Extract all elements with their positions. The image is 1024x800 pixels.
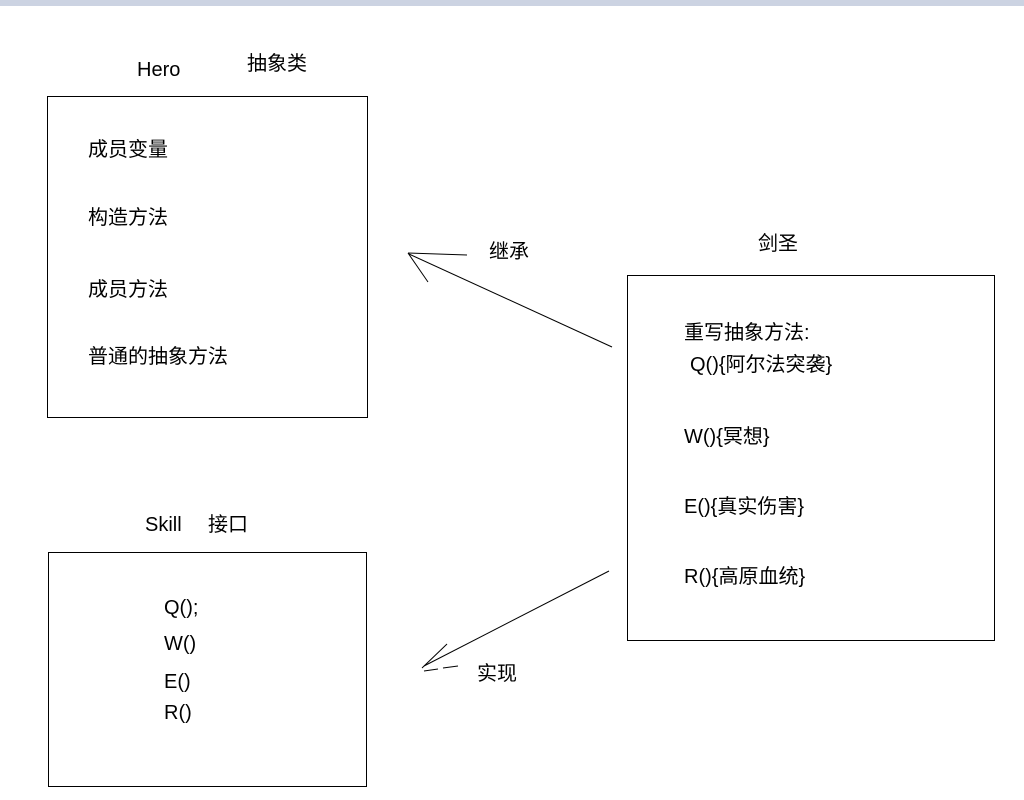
skill-interface-box: Q(); W() E() R() xyxy=(48,552,367,787)
skill-method-w: W() xyxy=(164,633,197,655)
inheritance-arrow xyxy=(407,252,613,348)
inheritance-arrow-shaft xyxy=(408,253,613,348)
implementation-arrow xyxy=(421,570,610,672)
hero-member-variables: 成员变量 xyxy=(88,139,168,161)
hero-constructor: 构造方法 xyxy=(88,207,168,229)
skill-method-q: Q(); xyxy=(164,597,199,619)
hero-member-methods: 成员方法 xyxy=(88,279,168,301)
juggernaut-override-header: 重写抽象方法: xyxy=(684,322,810,344)
skill-method-e: E() xyxy=(164,671,191,693)
hero-class-stereotype: 抽象类 xyxy=(247,53,307,75)
juggernaut-class-title: 剑圣 xyxy=(758,233,798,255)
skill-method-r: R() xyxy=(164,702,192,724)
juggernaut-method-q: Q(){阿尔法突袭} xyxy=(690,354,833,376)
juggernaut-method-w: W(){冥想} xyxy=(684,426,770,448)
hero-abstract-methods: 普通的抽象方法 xyxy=(88,346,228,368)
implementation-arrow-barb-bottom xyxy=(423,665,459,672)
juggernaut-class-box: 重写抽象方法: Q(){阿尔法突袭} W(){冥想} E(){真实伤害} R()… xyxy=(627,275,995,641)
implementation-edge-label: 实现 xyxy=(477,663,517,685)
juggernaut-method-e: E(){真实伤害} xyxy=(684,496,805,518)
hero-class-box: 成员变量 构造方法 成员方法 普通的抽象方法 xyxy=(47,96,368,418)
skill-interface-title: Skill xyxy=(145,514,182,536)
window-top-bar xyxy=(0,0,1024,6)
skill-interface-stereotype: 接口 xyxy=(208,514,248,536)
hero-class-title: Hero xyxy=(137,59,181,81)
implementation-arrow-barb-top xyxy=(421,643,448,669)
inheritance-arrow-barb-top xyxy=(407,252,468,256)
juggernaut-method-r: R(){高原血统} xyxy=(684,566,806,588)
inheritance-arrow-barb-bottom xyxy=(407,252,429,283)
inheritance-edge-label: 继承 xyxy=(489,241,529,263)
implementation-arrow-shaft xyxy=(423,570,610,667)
